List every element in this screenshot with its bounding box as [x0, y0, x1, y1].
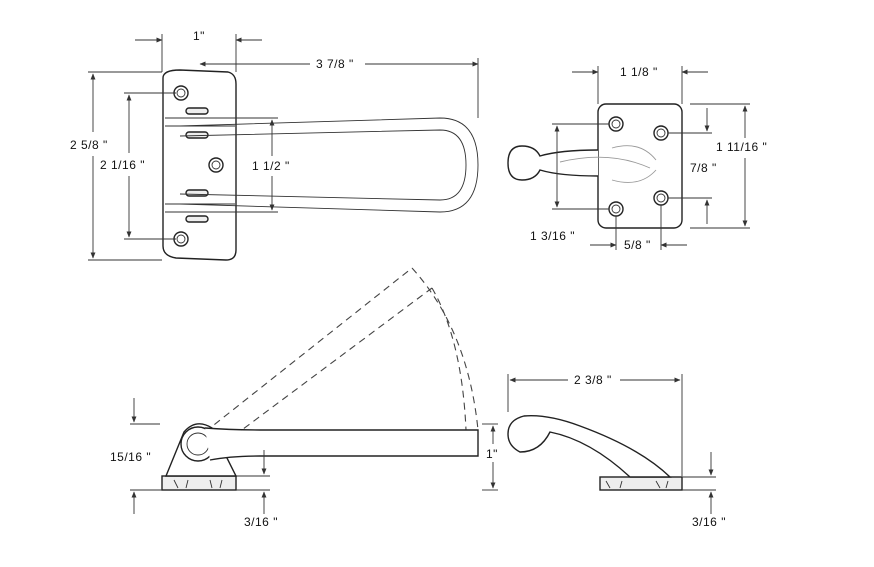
- view-top-left: 1" 3 7/8 " 2 5/8 " 2 1/16 " 1 1/2 ": [70, 29, 479, 261]
- dim-length: 3 7/8 ": [316, 57, 354, 71]
- dim-left-base-thickness: 3/16 ": [244, 515, 278, 529]
- view-top-right: 1 1/8 " 1 11/16 " 7/8 " 1 3/16 " 5/8 ": [507, 65, 767, 252]
- dim-strike-height: 1 11/16 ": [716, 140, 767, 154]
- side-arm: [204, 427, 479, 461]
- dim-strike-hole-left-span: 1 3/16 ": [530, 229, 575, 243]
- dim-strike-hole-vertical: 7/8 ": [690, 161, 717, 175]
- strike-side: [507, 415, 683, 491]
- dim-arm-height: 1": [486, 447, 498, 461]
- strike-hole-top-right: [653, 125, 669, 141]
- strike-hole-bottom-right: [653, 190, 669, 206]
- dim-hole-span: 2 1/16 ": [100, 158, 145, 172]
- dim-strike-hole-horizontal: 5/8 ": [624, 238, 651, 252]
- u-shaped-arm: [179, 117, 479, 213]
- screw-hole-bottom: [173, 231, 189, 247]
- dim-width-1: 1": [193, 29, 205, 43]
- screw-hole-center: [208, 157, 224, 173]
- screw-hole-top: [173, 85, 189, 101]
- view-bottom-left: 15/16 " 3/16 " 1": [110, 267, 498, 529]
- strike-plate: [507, 103, 683, 229]
- dim-pivot-height: 15/16 ": [110, 450, 151, 464]
- dim-strike-width: 1 1/8 ": [620, 65, 658, 79]
- dim-loop-height: 1 1/2 ": [252, 159, 290, 173]
- dim-right-base-thickness: 3/16 ": [692, 515, 726, 529]
- strike-hole-top-left: [608, 116, 624, 132]
- view-bottom-right: 2 3/8 " 3/16 ": [507, 373, 726, 529]
- dim-height-total: 2 5/8 ": [70, 138, 108, 152]
- swing-path: [204, 267, 479, 451]
- strike-hole-bottom-left: [608, 201, 624, 217]
- mounting-plate: [162, 69, 237, 261]
- dim-strike-side-length: 2 3/8 ": [574, 373, 612, 387]
